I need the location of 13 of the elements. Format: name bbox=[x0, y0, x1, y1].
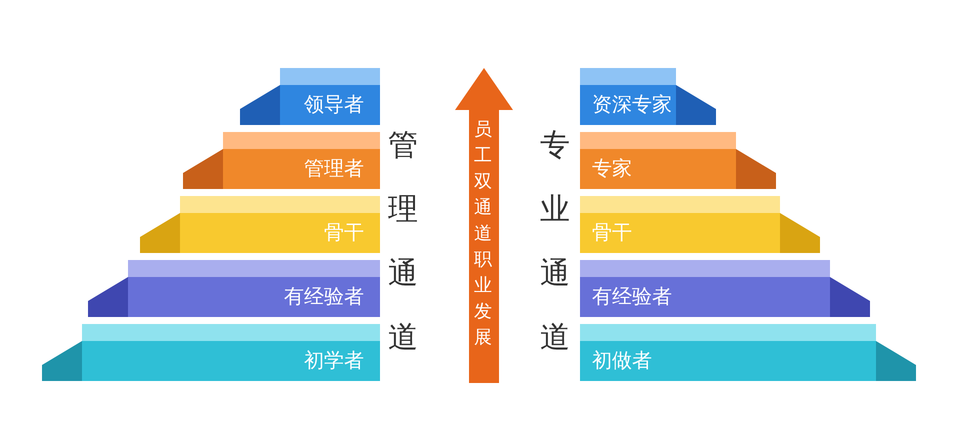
channel-title: 专业通道 bbox=[540, 128, 570, 356]
step-label: 初做者 bbox=[592, 351, 652, 371]
step-label: 专家 bbox=[592, 159, 632, 179]
channel-title: 管理通道 bbox=[388, 128, 418, 356]
arrow-label: 员工双通道职业发展 bbox=[474, 118, 492, 349]
step-label: 领导者 bbox=[304, 95, 364, 115]
step-label: 管理者 bbox=[304, 159, 364, 179]
step-label: 有经验者 bbox=[284, 287, 364, 307]
step-label: 骨干 bbox=[324, 223, 364, 243]
step-label: 初学者 bbox=[304, 351, 364, 371]
step-label: 骨干 bbox=[592, 223, 632, 243]
step-label: 有经验者 bbox=[592, 287, 672, 307]
step-label: 资深专家 bbox=[592, 95, 672, 115]
